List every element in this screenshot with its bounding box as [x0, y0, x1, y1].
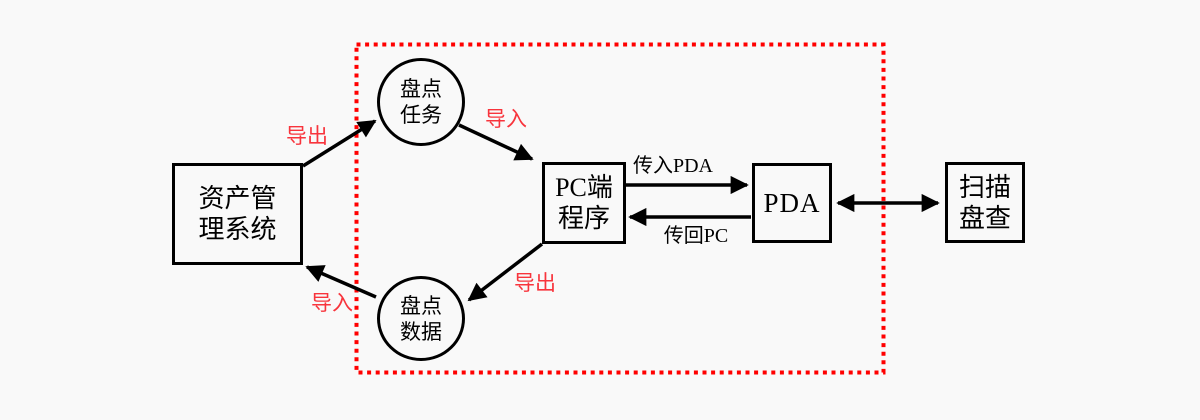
node-asset-system: 资产管 理系统 [172, 163, 303, 265]
arrow-data-to-system [305, 265, 377, 299]
node-scan-check: 扫描 盘查 [945, 162, 1025, 243]
node-pc-program: PC端 程序 [542, 162, 626, 244]
arrow-system-to-task [302, 119, 377, 168]
edge-label-import-bottom: 导入 [311, 291, 353, 315]
edge-label-to-pda: 传入PDA [632, 155, 714, 177]
edge-label-export-bottom: 导出 [514, 271, 556, 295]
node-inventory-task: 盘点 任务 [377, 58, 465, 146]
arrow-pc-to-data [467, 242, 544, 302]
edge-label-back-to-pc: 传回PC [663, 225, 729, 247]
node-pda: PDA [752, 163, 832, 243]
node-inventory-data: 盘点 数据 [377, 276, 465, 361]
edge-label-export-top: 导出 [286, 124, 328, 148]
edge-label-import-top: 导入 [485, 107, 527, 131]
arrow-task-to-pc [458, 123, 534, 161]
